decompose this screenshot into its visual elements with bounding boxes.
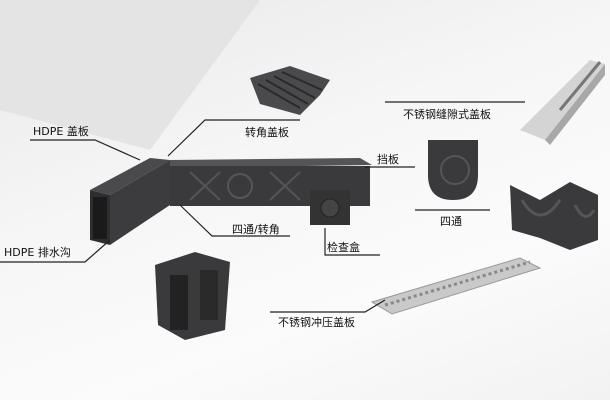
label-hdpe-channel: HDPE 排水沟	[4, 246, 71, 259]
stamped-cover-product	[370, 257, 542, 315]
label-stamped-cover: 不锈钢冲压盖板	[278, 316, 355, 329]
slot-cover-product	[520, 60, 605, 145]
cross-product	[510, 182, 598, 250]
label-cross-corner: 四通/转角	[232, 223, 280, 236]
label-inspection-box: 检查盒	[327, 241, 360, 254]
label-corner-cover: 转角盖板	[245, 126, 289, 139]
label-slot-cover: 不锈钢缝隙式盖板	[403, 108, 491, 121]
leader-lines	[0, 101, 525, 313]
label-hdpe-cover: HDPE 盖板	[33, 125, 89, 138]
end-cap-product	[428, 140, 478, 200]
corner-cover-grate	[250, 66, 330, 115]
label-cross: 四通	[440, 215, 462, 228]
background-wall	[0, 0, 260, 150]
hdpe-channel-assembly	[90, 158, 372, 245]
label-end-cap: 挡板	[377, 153, 399, 166]
corner-unit-product	[155, 252, 230, 340]
